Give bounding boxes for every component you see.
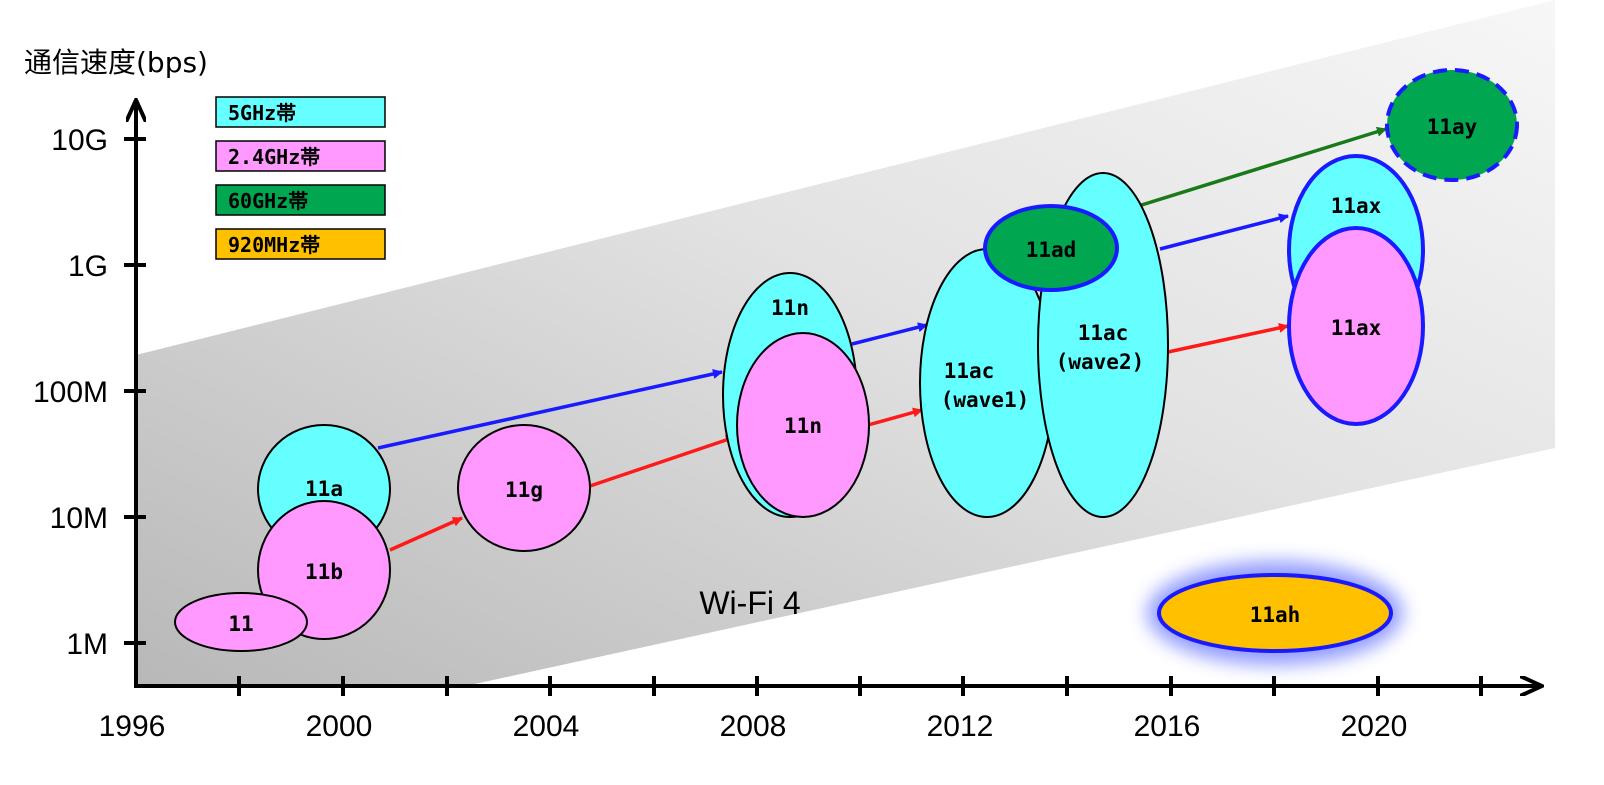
legend-swatch-24ghz	[215, 140, 386, 172]
standard-11-label: 11	[228, 612, 253, 636]
legend-label-920mhz: 920MHz帯	[228, 233, 320, 257]
y-ticks	[124, 137, 146, 645]
wifi4-label: Wi-Fi 4	[699, 585, 800, 621]
standard-11ax-5ghz-label: 11ax	[1331, 194, 1382, 218]
standard-11g-ellipse	[457, 424, 591, 552]
standard-11ax-24ghz-label: 11ax	[1331, 316, 1382, 340]
arrow-60ghz-11ad-11ay	[1102, 126, 1387, 219]
standard-11n-5ghz-label: 11n	[771, 296, 809, 320]
y-tick-label: 10G	[51, 124, 108, 157]
standard-11ay-label: 11ay	[1427, 115, 1478, 139]
legend-swatch-5ghz	[215, 96, 386, 128]
x-tick-label: 2004	[513, 710, 580, 743]
standard-11-ellipse	[174, 592, 308, 652]
x-tick-label: 1996	[99, 710, 166, 743]
standard-11ah-ellipse	[1157, 573, 1393, 653]
arrow-5ghz-11a-11n	[377, 369, 723, 450]
arrow-5ghz-11ac-11ax	[1159, 213, 1289, 251]
standard-11ay-ellipse	[1385, 68, 1519, 182]
arrow-24ghz-11n-11ac	[867, 407, 923, 427]
legend-label-5ghz: 5GHz帯	[228, 101, 296, 125]
x-ticks	[237, 676, 1483, 696]
arrow-24ghz-11b-11g	[389, 516, 463, 552]
x-tick-label: 2016	[1134, 710, 1201, 743]
legend-label-24ghz: 2.4GHz帯	[228, 145, 320, 169]
legend-swatch-920mhz	[215, 228, 386, 260]
standard-11g-label: 11g	[505, 478, 543, 502]
legend-swatch-60ghz	[215, 184, 386, 216]
x-tick-label: 2020	[1341, 710, 1408, 743]
standard-11a-label: 11a	[305, 477, 343, 501]
standard-11ac-wave1-label: 11ac	[944, 359, 995, 383]
standard-11ac-wave1-sublabel: (wave1)	[941, 388, 1030, 412]
x-tick-label: 2000	[306, 710, 373, 743]
y-axis-title: 通信速度(bps)	[24, 46, 208, 79]
standard-11ad-ellipse	[983, 204, 1119, 292]
standard-11n-24ghz-label: 11n	[784, 414, 822, 438]
standard-11ah-label: 11ah	[1250, 603, 1301, 627]
y-tick-label: 1G	[68, 250, 108, 283]
legend: 5GHz帯 2.4GHz帯 60GHz帯 920MHz帯	[215, 96, 386, 260]
arrow-5ghz-11n-11ac	[851, 322, 928, 346]
standard-11b-label: 11b	[305, 560, 343, 584]
standard-11ac-wave2-label: 11ac	[1078, 321, 1129, 345]
legend-label-60ghz: 60GHz帯	[228, 189, 308, 213]
arrow-24ghz-11ac-11ax	[1167, 323, 1289, 354]
standard-11ac-wave2-sublabel: (wave2)	[1056, 350, 1145, 374]
arrow-24ghz-11g-11n	[589, 435, 736, 488]
standard-11ad-label: 11ad	[1026, 238, 1077, 262]
standard-11n-24ghz-ellipse	[736, 332, 870, 518]
standard-11ax-24ghz-ellipse	[1287, 226, 1425, 426]
y-tick-label: 100M	[33, 376, 108, 409]
y-tick-label: 10M	[50, 502, 108, 535]
x-tick-label: 2008	[720, 710, 787, 743]
x-tick-label: 2012	[927, 710, 994, 743]
y-tick-label: 1M	[66, 628, 108, 661]
